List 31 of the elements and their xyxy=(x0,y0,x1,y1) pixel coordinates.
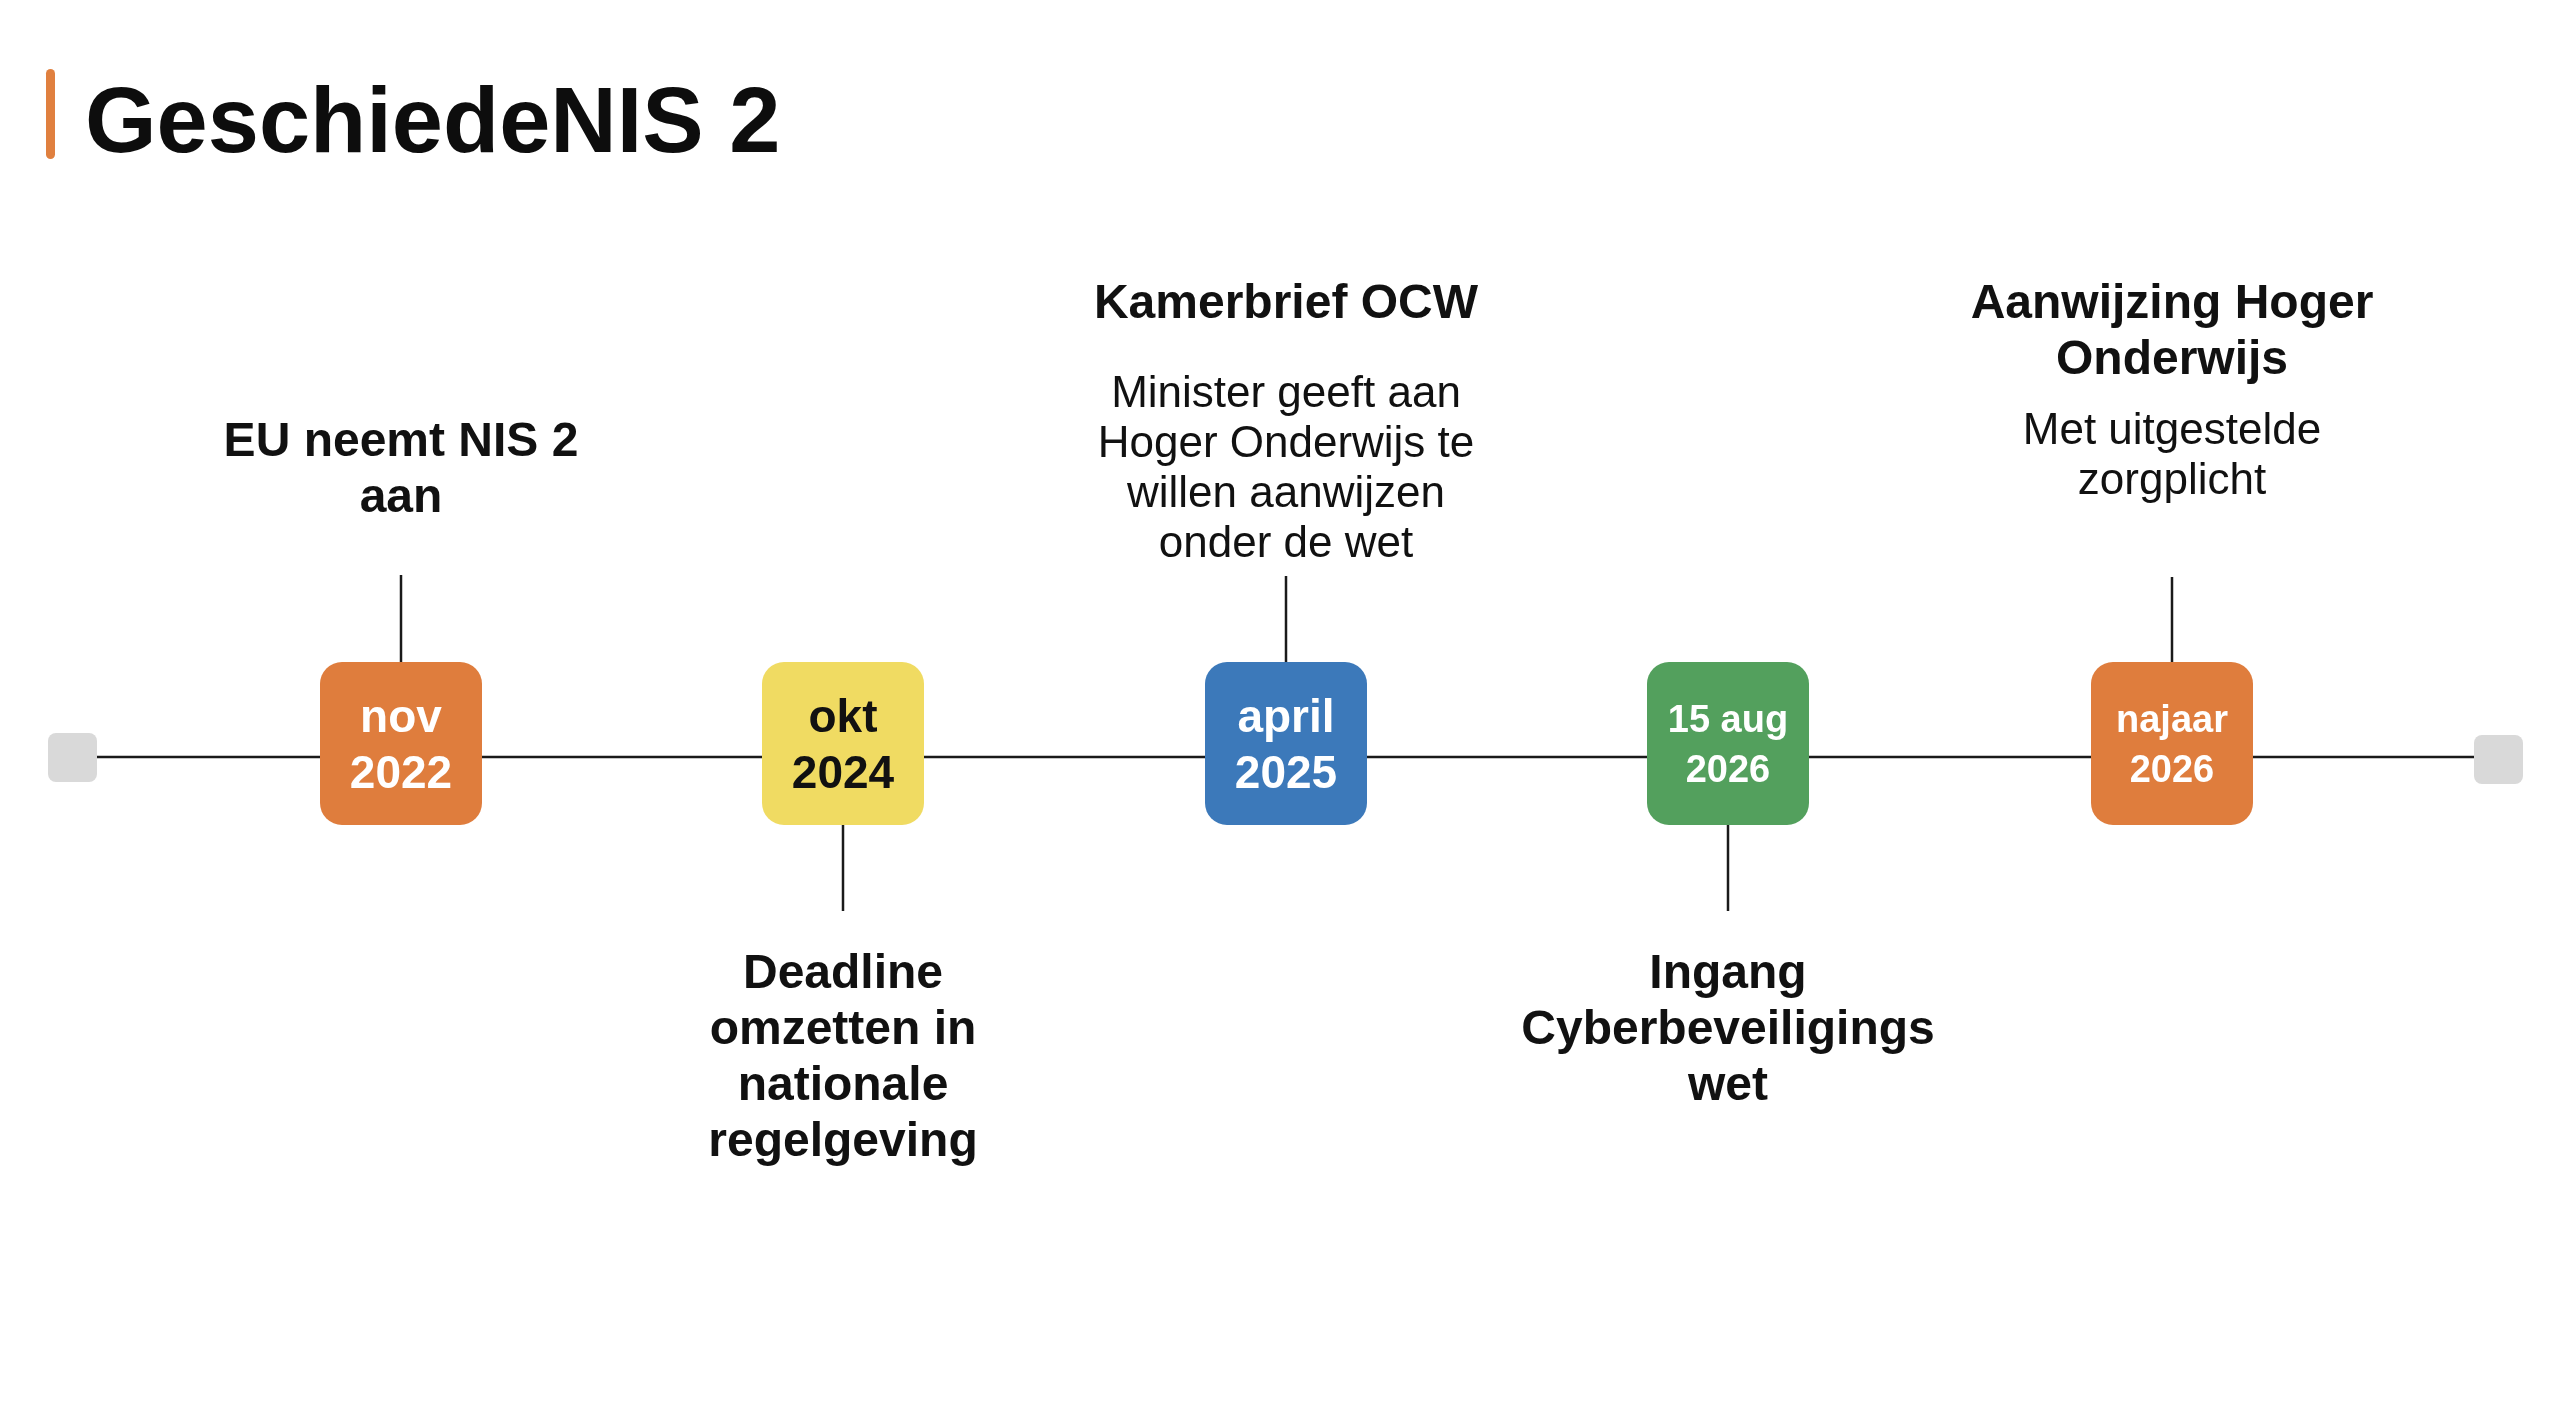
date-label: najaar 2026 xyxy=(2115,696,2229,792)
timeline-end-marker xyxy=(2474,735,2523,784)
event-description: Minister geeft aan Hoger Onderwijs te willen aanwijzen onder de wet xyxy=(1096,367,1476,567)
leader-line xyxy=(399,575,403,662)
event-title: Ingang Cyberbeveiligings wet xyxy=(1520,944,1936,1112)
date-label: 15 aug 2026 xyxy=(1666,696,1790,792)
event-description: Met uitgestelde zorgplicht xyxy=(2021,404,2323,504)
date-box xyxy=(762,662,924,825)
timeline-line xyxy=(1809,755,2091,759)
timeline-line xyxy=(2253,755,2474,759)
date-box xyxy=(2091,662,2253,825)
title: GeschiedeNIS 2 xyxy=(85,74,781,166)
leader-line xyxy=(2170,577,2174,662)
date-label: okt 2024 xyxy=(790,688,896,800)
date-box xyxy=(320,662,482,825)
leader-line xyxy=(841,825,845,911)
timeline-line xyxy=(97,755,320,759)
timeline-line xyxy=(1367,755,1647,759)
timeline-line xyxy=(482,755,762,759)
event-title: EU neemt NIS 2 aan xyxy=(222,412,580,524)
date-label: nov 2022 xyxy=(348,688,454,800)
leader-line xyxy=(1726,825,1730,911)
timeline-line xyxy=(924,755,1205,759)
date-label: april 2025 xyxy=(1233,688,1339,800)
timeline-end-marker xyxy=(48,733,97,782)
event-title: Deadline omzetten in nationale regelgeving xyxy=(707,944,979,1168)
leader-line xyxy=(1284,576,1288,662)
date-box xyxy=(1205,662,1367,825)
event-title: Aanwijzing Hoger Onderwijs xyxy=(1969,274,2375,386)
date-box xyxy=(1647,662,1809,825)
event-title: Kamerbrief OCW xyxy=(1092,274,1480,330)
